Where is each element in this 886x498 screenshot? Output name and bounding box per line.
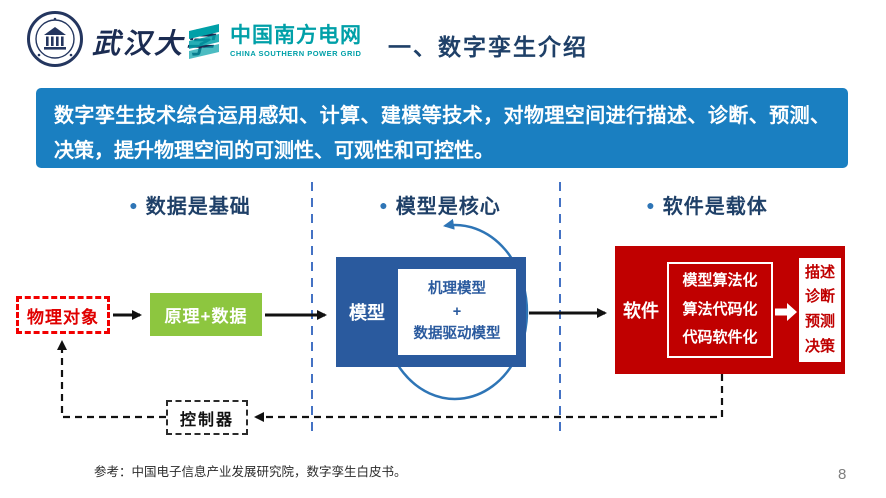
section-label: 模型是核心 — [395, 196, 501, 218]
principle-data-box: 原理+数据 — [150, 293, 262, 336]
csg-name-cn: 中国南方电网 — [230, 24, 362, 47]
output-item: 预测 — [804, 313, 835, 330]
output-item: 决策 — [804, 337, 835, 355]
software-step: 算法代码化 — [682, 300, 758, 318]
feedback-controller-to-physical — [57, 340, 166, 419]
whu-seal-logo — [26, 10, 84, 68]
physical-object-box: 物理对象 — [16, 296, 110, 334]
software-label: 软件 — [623, 301, 659, 321]
section-label: 软件是载体 — [662, 196, 768, 218]
model-label: 模型 — [349, 303, 385, 323]
software-steps-box: 模型算法化 算法代码化 代码软件化 — [667, 262, 773, 358]
page-number: 8 — [838, 466, 847, 483]
software-step: 代码软件化 — [682, 329, 758, 347]
white-arrow-icon — [774, 298, 798, 326]
bullet-icon: ● — [379, 196, 388, 213]
csg-name-en: CHINA SOUTHERN POWER GRID — [230, 49, 362, 59]
controller-box: 控制器 — [166, 400, 248, 435]
feedback-software-to-controller — [254, 374, 724, 422]
reference-note: 参考：中国电子信息产业发展研究院，数字孪生白皮书。 — [94, 465, 407, 479]
bullet-icon: ● — [646, 196, 655, 213]
model-inner-line: + — [452, 303, 462, 320]
section-header-software: ● 软件是载体 — [622, 190, 792, 219]
intro-banner: 数字孪生技术综合运用感知、计算、建模等技术，对物理空间进行描述、诊断、预测、决策… — [36, 88, 848, 168]
software-outputs-box: 描述 诊断 预测 决策 — [799, 258, 841, 362]
csg-logo-icon — [184, 20, 224, 60]
csg-logo-text: 中国南方电网 CHINA SOUTHERN POWER GRID — [230, 24, 362, 58]
model-inner-line: 机理模型 — [428, 281, 486, 298]
model-inner-line: 数据驱动模型 — [413, 326, 501, 343]
section-header-data: ● 数据是基础 — [105, 190, 275, 219]
section-label: 数据是基础 — [145, 196, 251, 218]
software-step: 模型算法化 — [682, 272, 758, 290]
section-header-model: ● 模型是核心 — [355, 190, 525, 219]
bullet-icon: ● — [129, 196, 138, 213]
output-item: 描述 — [804, 263, 835, 281]
model-inner-box: 机理模型 + 数据驱动模型 — [398, 269, 516, 355]
slide-title: 一、数字孪生介绍 — [388, 34, 588, 60]
output-item: 诊断 — [804, 288, 835, 306]
